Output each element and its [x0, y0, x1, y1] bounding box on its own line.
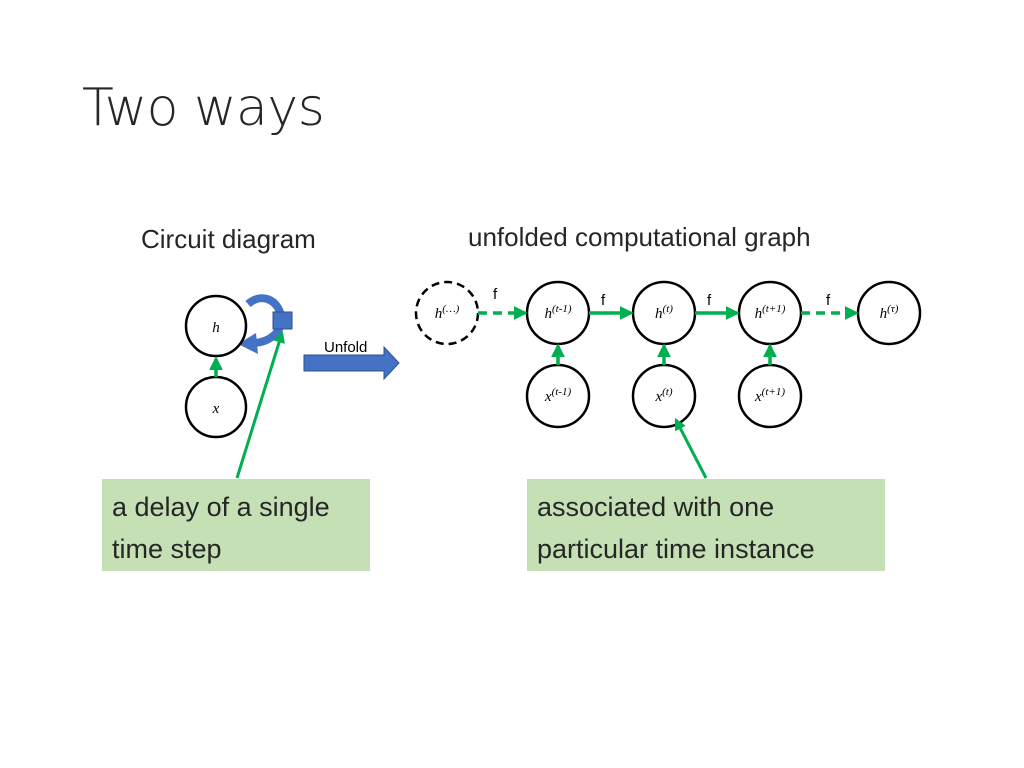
- slide-title: Two ways: [82, 78, 325, 138]
- hidden-node-label-3: h(t+1): [755, 303, 786, 322]
- circuit-h-label: h: [212, 320, 220, 336]
- edge-label-f-2: f: [707, 292, 712, 309]
- left-callout: a delay of a single time step: [102, 479, 370, 571]
- right-callout: associated with one particular time inst…: [527, 479, 885, 571]
- input-node-label-0: x(t-1): [544, 386, 572, 405]
- circuit-diagram: h x: [184, 294, 293, 479]
- right-callout-line-1: associated with one: [537, 492, 775, 522]
- hidden-node-label-1: h(t-1): [544, 303, 571, 322]
- left-callout-line-2: time step: [112, 534, 222, 564]
- hidden-node-label-0: h(…): [435, 303, 460, 322]
- unfold-arrow: Unfold: [303, 339, 400, 381]
- right-callout-line-2: particular time instance: [537, 534, 815, 564]
- edge-label-f-3: f: [826, 292, 831, 309]
- unfold-label: Unfold: [324, 339, 367, 356]
- circuit-diagram-heading: Circuit diagram: [141, 224, 316, 254]
- left-callout-line-1: a delay of a single: [112, 492, 330, 522]
- hidden-node-label-4: h(τ): [880, 303, 899, 322]
- input-node-label-2: x(t+1): [754, 386, 785, 405]
- hidden-node-label-2: h(t): [655, 303, 673, 322]
- edge-label-f-1: f: [601, 292, 606, 309]
- delay-box: [272, 311, 293, 330]
- right-callout-pointer: [674, 417, 708, 479]
- input-node-label-1: x(t): [654, 386, 672, 405]
- left-callout-pointer: [235, 330, 285, 479]
- unfolded-graph: h(…) h(t-1) h(t) h(t+1) h(τ) x(t-1) x(t) x(t+1…: [414, 280, 922, 479]
- circuit-h-node: [184, 294, 248, 358]
- circuit-x-label: x: [212, 401, 220, 417]
- recurrent-loop-arrowhead: [238, 333, 258, 354]
- unfolded-graph-heading: unfolded computational graph: [468, 222, 811, 252]
- edge-label-f-0: f: [493, 286, 498, 303]
